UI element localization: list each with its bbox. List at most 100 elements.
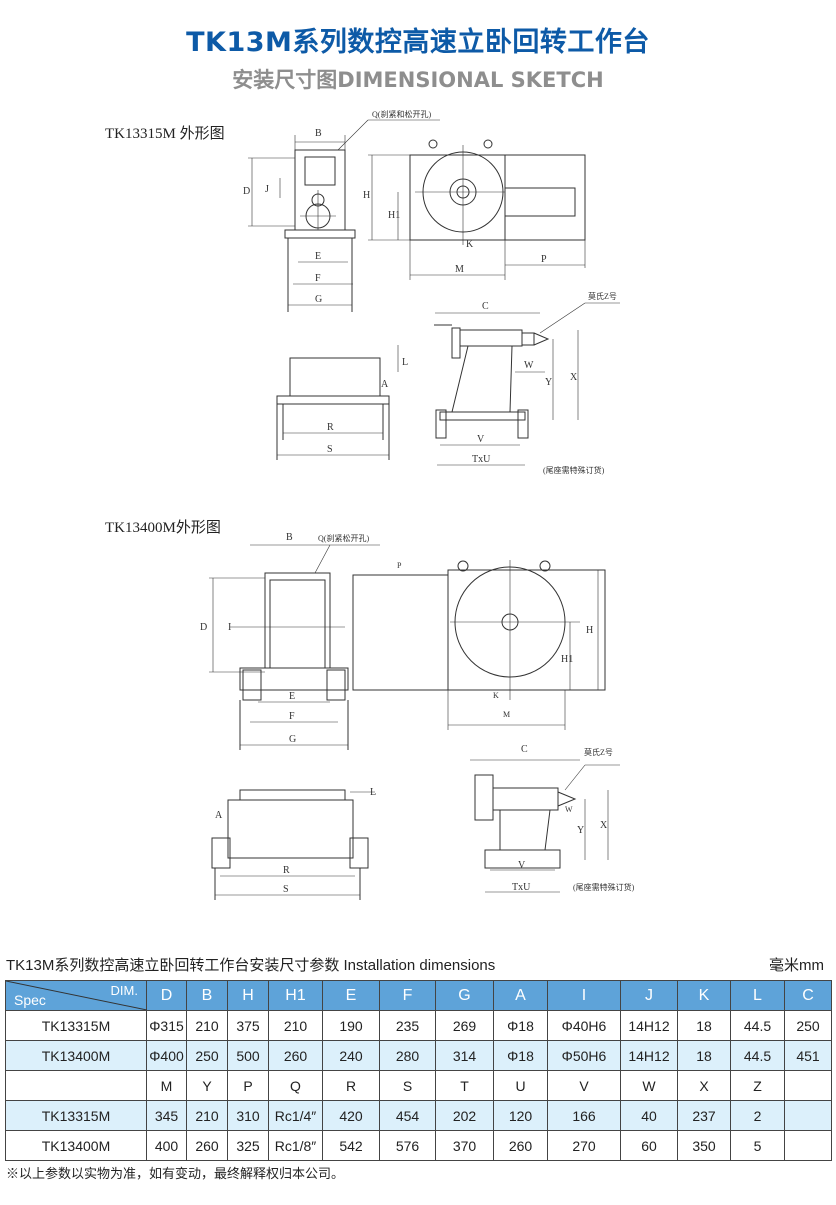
dim-label-b: B: [286, 532, 293, 543]
dim-label-m: M: [455, 264, 464, 275]
value-cell: Φ315: [146, 1010, 187, 1041]
column-header-g: G: [435, 980, 494, 1011]
page-subtitle: 安装尺寸图DIMENSIONAL SKETCH: [232, 68, 604, 92]
column-header-t: T: [435, 1070, 494, 1101]
dim-label-a: A: [381, 379, 389, 390]
spec-cell: TK13400M: [5, 1040, 147, 1071]
column-header-l: L: [730, 980, 785, 1011]
column-header-m: M: [146, 1070, 187, 1101]
empty-cell: [5, 1070, 147, 1101]
tk13315m-tailstock: C 莫氏Z号 W Y X V TxU (尾座需特殊订货): [434, 291, 620, 475]
value-cell: [784, 1100, 832, 1131]
dim-label-e: E: [289, 691, 295, 702]
value-cell: 270: [547, 1130, 621, 1161]
value-cell: 260: [493, 1130, 548, 1161]
tk13400m-side-view: B Q(刹紧松开孔) D I E F G: [200, 532, 380, 750]
dim-label-w: W: [524, 360, 534, 371]
dim-label-txu: TxU: [512, 882, 531, 893]
unit-label: 毫米mm: [769, 957, 824, 974]
column-header-h: H: [227, 980, 269, 1011]
value-cell: 400: [146, 1130, 187, 1161]
value-cell: [784, 1130, 832, 1161]
dim-label-k: K: [466, 239, 474, 250]
dim-label-b: B: [315, 128, 322, 139]
morse-taper-label: 莫氏Z号: [584, 747, 613, 757]
tk13315m-side-view: B Q(刹紧和松开孔) D J E F G: [243, 109, 440, 312]
value-cell: 60: [620, 1130, 678, 1161]
column-header-a: A: [493, 980, 548, 1011]
dim-label-i: I: [228, 622, 231, 633]
dim-label-f: F: [289, 711, 295, 722]
value-cell: 260: [186, 1130, 228, 1161]
dim-label-h1: H1: [388, 210, 400, 221]
value-cell: 310: [227, 1100, 269, 1131]
morse-taper-label: 莫氏Z号: [588, 291, 617, 301]
value-cell: 166: [547, 1100, 621, 1131]
column-header-j: J: [620, 980, 678, 1011]
column-header-r: R: [322, 1070, 380, 1101]
value-cell: 210: [186, 1100, 228, 1131]
value-cell: Φ400: [146, 1040, 187, 1071]
column-header-c: C: [784, 980, 832, 1011]
value-cell: 280: [379, 1040, 436, 1071]
dim-label-s: S: [283, 884, 289, 895]
value-cell: 250: [186, 1040, 228, 1071]
value-cell: 240: [322, 1040, 380, 1071]
dim-label-l: L: [370, 787, 376, 798]
value-cell: 451: [784, 1040, 832, 1071]
dim-label-d: D: [200, 622, 207, 633]
dim-label-h1: H1: [561, 654, 573, 665]
tk13400m-tailstock: C 莫氏Z号 W Y X V TxU (尾座需特殊订货): [470, 744, 635, 893]
column-header-q: Q: [268, 1070, 323, 1101]
value-cell: 5: [730, 1130, 785, 1161]
page-title: TK13M系列数控高速立卧回转工作台: [186, 27, 650, 58]
column-header-b: B: [186, 980, 228, 1011]
dim-label-v: V: [518, 860, 526, 871]
column-header-u: U: [493, 1070, 548, 1101]
value-cell: 500: [227, 1040, 269, 1071]
tk13315m-front-view: H H1 K M P: [363, 139, 586, 280]
column-header-p: P: [227, 1070, 269, 1101]
table-caption: TK13M系列数控高速立卧回转工作台安装尺寸参数 Installation di…: [6, 957, 496, 974]
tk13315m-top-view: R S L A: [276, 345, 408, 460]
column-header-z: Z: [730, 1070, 785, 1101]
dim-label-j: J: [265, 184, 269, 195]
dim-label-r: R: [283, 865, 290, 876]
value-cell: 210: [268, 1010, 323, 1041]
dim-label-s: S: [327, 444, 333, 455]
value-cell: 350: [677, 1130, 731, 1161]
dim-label-l: L: [402, 357, 408, 368]
dimensional-sketch: B Q(刹紧和松开孔) D J E F G H H1 K M P R S L A: [200, 109, 635, 900]
value-cell: Rc1/8″: [268, 1130, 323, 1161]
dim-label-r: R: [327, 422, 334, 433]
tailstock-note: (尾座需特殊订货): [543, 465, 605, 475]
dim-label-v: V: [477, 434, 485, 445]
dim-label-a: A: [215, 810, 223, 821]
column-header-x: X: [677, 1070, 731, 1101]
drawing-title-tk13400m: TK13400M外形图: [105, 520, 221, 536]
column-header-y: Y: [186, 1070, 228, 1101]
value-cell: 454: [379, 1100, 436, 1131]
dim-label-m: M: [503, 710, 510, 719]
value-cell: 237: [677, 1100, 731, 1131]
column-header-e: E: [322, 980, 380, 1011]
column-header-w: W: [620, 1070, 678, 1101]
value-cell: 18: [677, 1040, 731, 1071]
dim-label-h: H: [363, 190, 370, 201]
dim-label-q: Q(刹紧和松开孔): [372, 109, 431, 119]
dim-label-x: X: [600, 820, 608, 831]
value-cell: 14H12: [620, 1040, 678, 1071]
column-header-k: K: [677, 980, 731, 1011]
dim-label-w: W: [565, 805, 573, 814]
value-cell: 202: [435, 1100, 494, 1131]
value-cell: 40: [620, 1100, 678, 1131]
dim-label-g: G: [289, 734, 296, 745]
value-cell: 44.5: [730, 1040, 785, 1071]
value-cell: 14H12: [620, 1010, 678, 1041]
value-cell: 269: [435, 1010, 494, 1041]
value-cell: 420: [322, 1100, 380, 1131]
